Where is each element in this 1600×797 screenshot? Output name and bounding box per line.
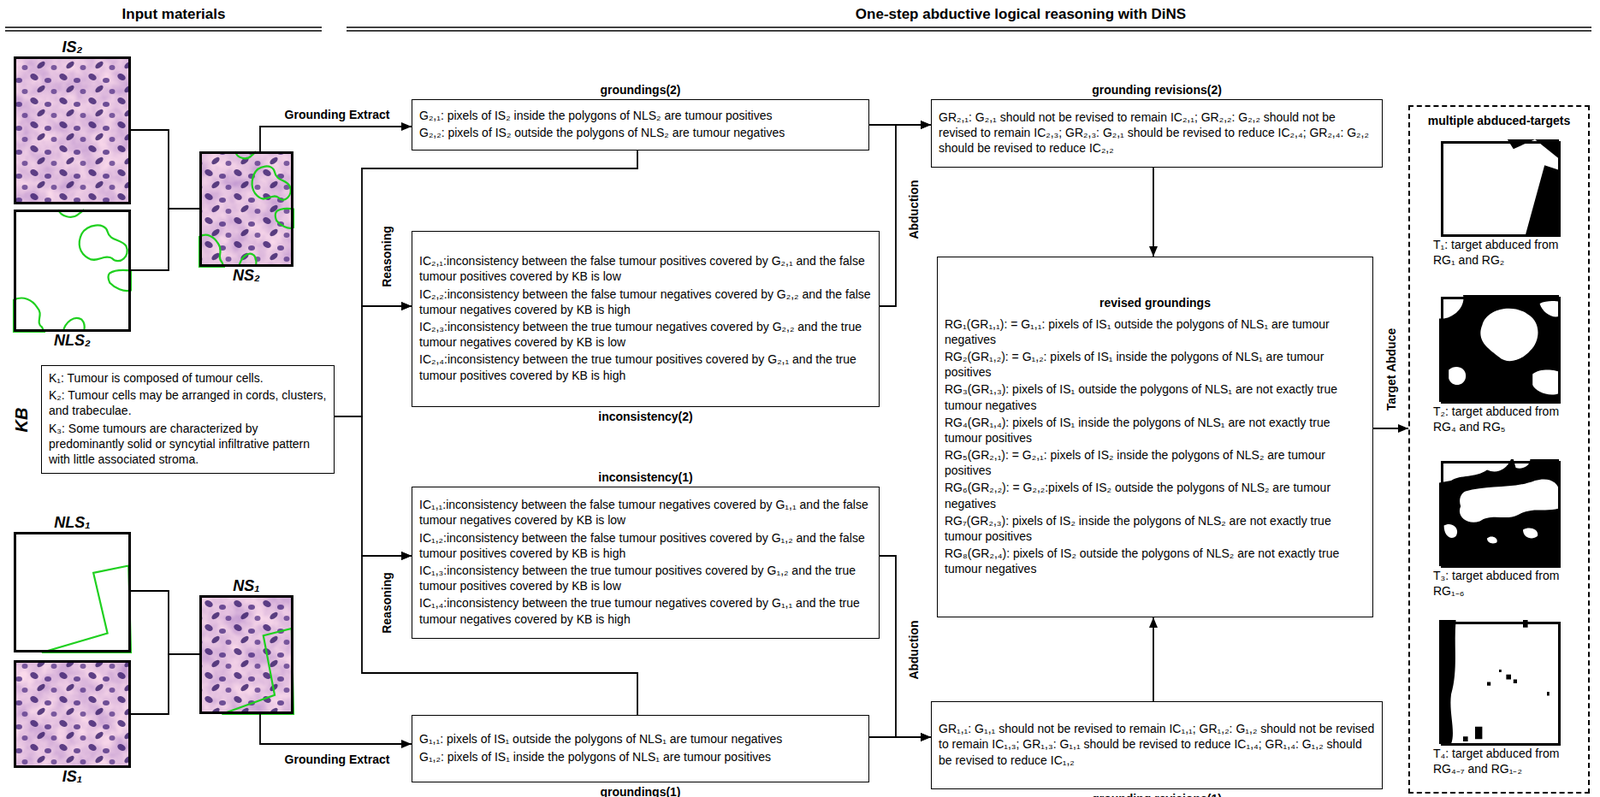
text-box: GR₁,₁: G₁,₁ should not be revised to rem… [930, 701, 1383, 790]
panel-label: IS₁ [0, 768, 180, 787]
box-heading: grounding revisions(2) [880, 82, 1434, 98]
edge-label: Abduction [906, 177, 921, 241]
box-text: IC₂,₂:inconsistency between the false tu… [419, 286, 872, 318]
connector [130, 130, 200, 209]
box-text: IC₂,₃:inconsistency between the true tum… [419, 319, 872, 350]
edge-label: Abduction [906, 618, 921, 682]
edge-label: Grounding Extract [283, 752, 392, 767]
connector [879, 124, 931, 307]
panel-label: NLS₁ [0, 514, 180, 533]
box-text: RG₆(GR₂,₂): = G₂,₂:pixels of IS₂ outside… [944, 480, 1366, 511]
text-box: IC₂,₁:inconsistency between the false tu… [411, 231, 880, 408]
section-title: Input materials [122, 5, 226, 24]
box-heading: revised groundings [944, 295, 1366, 311]
box-text: RG₁(GR₁,₁): = G₁,₁: pixels of IS₁ outsid… [944, 316, 1366, 348]
box-text: G₁,₂: pixels of IS₁ inside the polygons … [419, 749, 862, 765]
dashed-group: multiple abduced-targetsT₁: target abduc… [1408, 105, 1590, 795]
box-text: IC₁,₁:inconsistency between the false tu… [419, 497, 872, 528]
box-text: K₃: Some tumours are characterized by pr… [48, 420, 327, 469]
box-text: G₂,₂: pixels of IS₂ outside the polygons… [419, 124, 862, 141]
box-text: RG₃(GR₁,₃): pixels of IS₁ outside the po… [944, 381, 1366, 413]
connector [130, 654, 200, 715]
box-text: RG₅(GR₂,₁): = G₂,₁: pixels of IS₂ inside… [944, 447, 1366, 479]
box-heading: multiple abduced-targets [1410, 113, 1589, 128]
connector [334, 416, 412, 557]
connector [1373, 427, 1409, 430]
connector [869, 736, 931, 739]
text-box: G₁,₁: pixels of IS₁ outside the polygons… [411, 715, 870, 783]
box-text: RG₈(GR₂,₄): pixels of IS₂ outside the po… [944, 545, 1366, 577]
text-box: inconsistency(1)IC₁,₁:inconsistency betw… [411, 486, 880, 640]
image-panel: IS₁ [13, 660, 131, 769]
target-caption: T₂: target abduced from RG₄ and RG₅ [1433, 404, 1577, 435]
connector [260, 714, 412, 745]
connector [879, 556, 931, 738]
target-masks [1439, 139, 1559, 745]
box-text: RG₇(GR₂,₃): pixels of IS₂ inside the pol… [944, 513, 1366, 545]
connector [130, 208, 200, 271]
box-text: K₁: Tumour is composed of tumour cells. [48, 370, 327, 386]
connector [130, 591, 200, 655]
box-heading: groundings(1) [361, 784, 920, 797]
box-text: G₁,₁: pixels of IS₁ outside the polygons… [419, 731, 862, 747]
image-panel: NLS₁ [13, 532, 131, 653]
image-panel: T₃: target abduced from RG₁₋₆ [1440, 461, 1561, 569]
panel-label: NLS₂ [0, 331, 180, 350]
text-box: grounding revisions(2)GR₂,₁: G₂,₁ should… [930, 99, 1383, 168]
target-caption: T₁: target abduced from RG₁ and RG₂ [1433, 237, 1577, 268]
text-box: revised groundingsRG₁(GR₁,₁): = G₁,₁: pi… [936, 256, 1374, 618]
box-text: GR₂,₁: G₂,₁ should not be revised to rem… [938, 109, 1375, 157]
edge-label: Reasoning [379, 224, 394, 290]
text-box: KBK₁: Tumour is composed of tumour cells… [41, 365, 335, 475]
edge-label: Reasoning [379, 570, 394, 636]
box-text: RG₂(GR₁,₂): = G₁,₂: pixels of IS₁ inside… [944, 349, 1366, 380]
box-text: K₂: Tumour cells may be arranged in cord… [48, 387, 327, 419]
image-panel: NLS₂ [13, 209, 131, 332]
target-caption: T₄: target abduced from RG₄₋₇ and RG₁₋₂ [1433, 746, 1577, 777]
box-text: IC₂,₄:inconsistency between the true tum… [419, 351, 872, 383]
box-heading: inconsistency(1) [361, 469, 931, 486]
image-panel: T₁: target abduced from RG₁ and RG₂ [1440, 141, 1561, 238]
connector [1152, 167, 1155, 257]
box-text: IC₁,₄:inconsistency between the true tum… [419, 595, 872, 627]
box-text: GR₁,₁: G₁,₁ should not be revised to rem… [938, 721, 1375, 769]
box-text: RG₄(GR₁,₄): pixels of IS₁ inside the pol… [944, 414, 1366, 446]
connector [1152, 617, 1155, 702]
image-panel: T₄: target abduced from RG₄₋₇ and RG₁₋₂ [1440, 622, 1561, 747]
image-panel: IS₂ [13, 56, 131, 205]
box-text: G₂,₁: pixels of IS₂ inside the polygons … [419, 107, 862, 124]
text-box: groundings(2)G₂,₁: pixels of IS₂ inside … [411, 99, 870, 151]
box-heading: inconsistency(2) [361, 408, 931, 425]
box-text: IC₂,₁:inconsistency between the false tu… [419, 253, 872, 285]
target-caption: T₃: target abduced from RG₁₋₆ [1433, 568, 1577, 599]
panel-label: NS₁ [150, 577, 343, 596]
box-text: IC₁,₂:inconsistency between the false tu… [419, 530, 872, 562]
panel-label: NS₂ [150, 266, 343, 285]
box-heading: groundings(2) [361, 82, 920, 98]
section-title: One-step abductive logical reasoning wit… [855, 5, 1186, 24]
side-label: KB [10, 407, 33, 433]
image-panel: NS₁ [199, 595, 294, 715]
edge-label: Grounding Extract [283, 107, 392, 122]
title-underlines [5, 27, 1592, 31]
panel-label: IS₂ [0, 38, 180, 57]
image-panel: T₂: target abduced from RG₄ and RG₅ [1440, 296, 1561, 404]
box-heading: grounding revisions(1) [880, 791, 1434, 797]
connector [334, 306, 412, 417]
connector [260, 126, 412, 152]
edge-label: Target Abduce [1384, 326, 1399, 413]
image-panel: NS₂ [199, 151, 294, 267]
box-text: IC₁,₃:inconsistency between the true tum… [419, 562, 872, 594]
